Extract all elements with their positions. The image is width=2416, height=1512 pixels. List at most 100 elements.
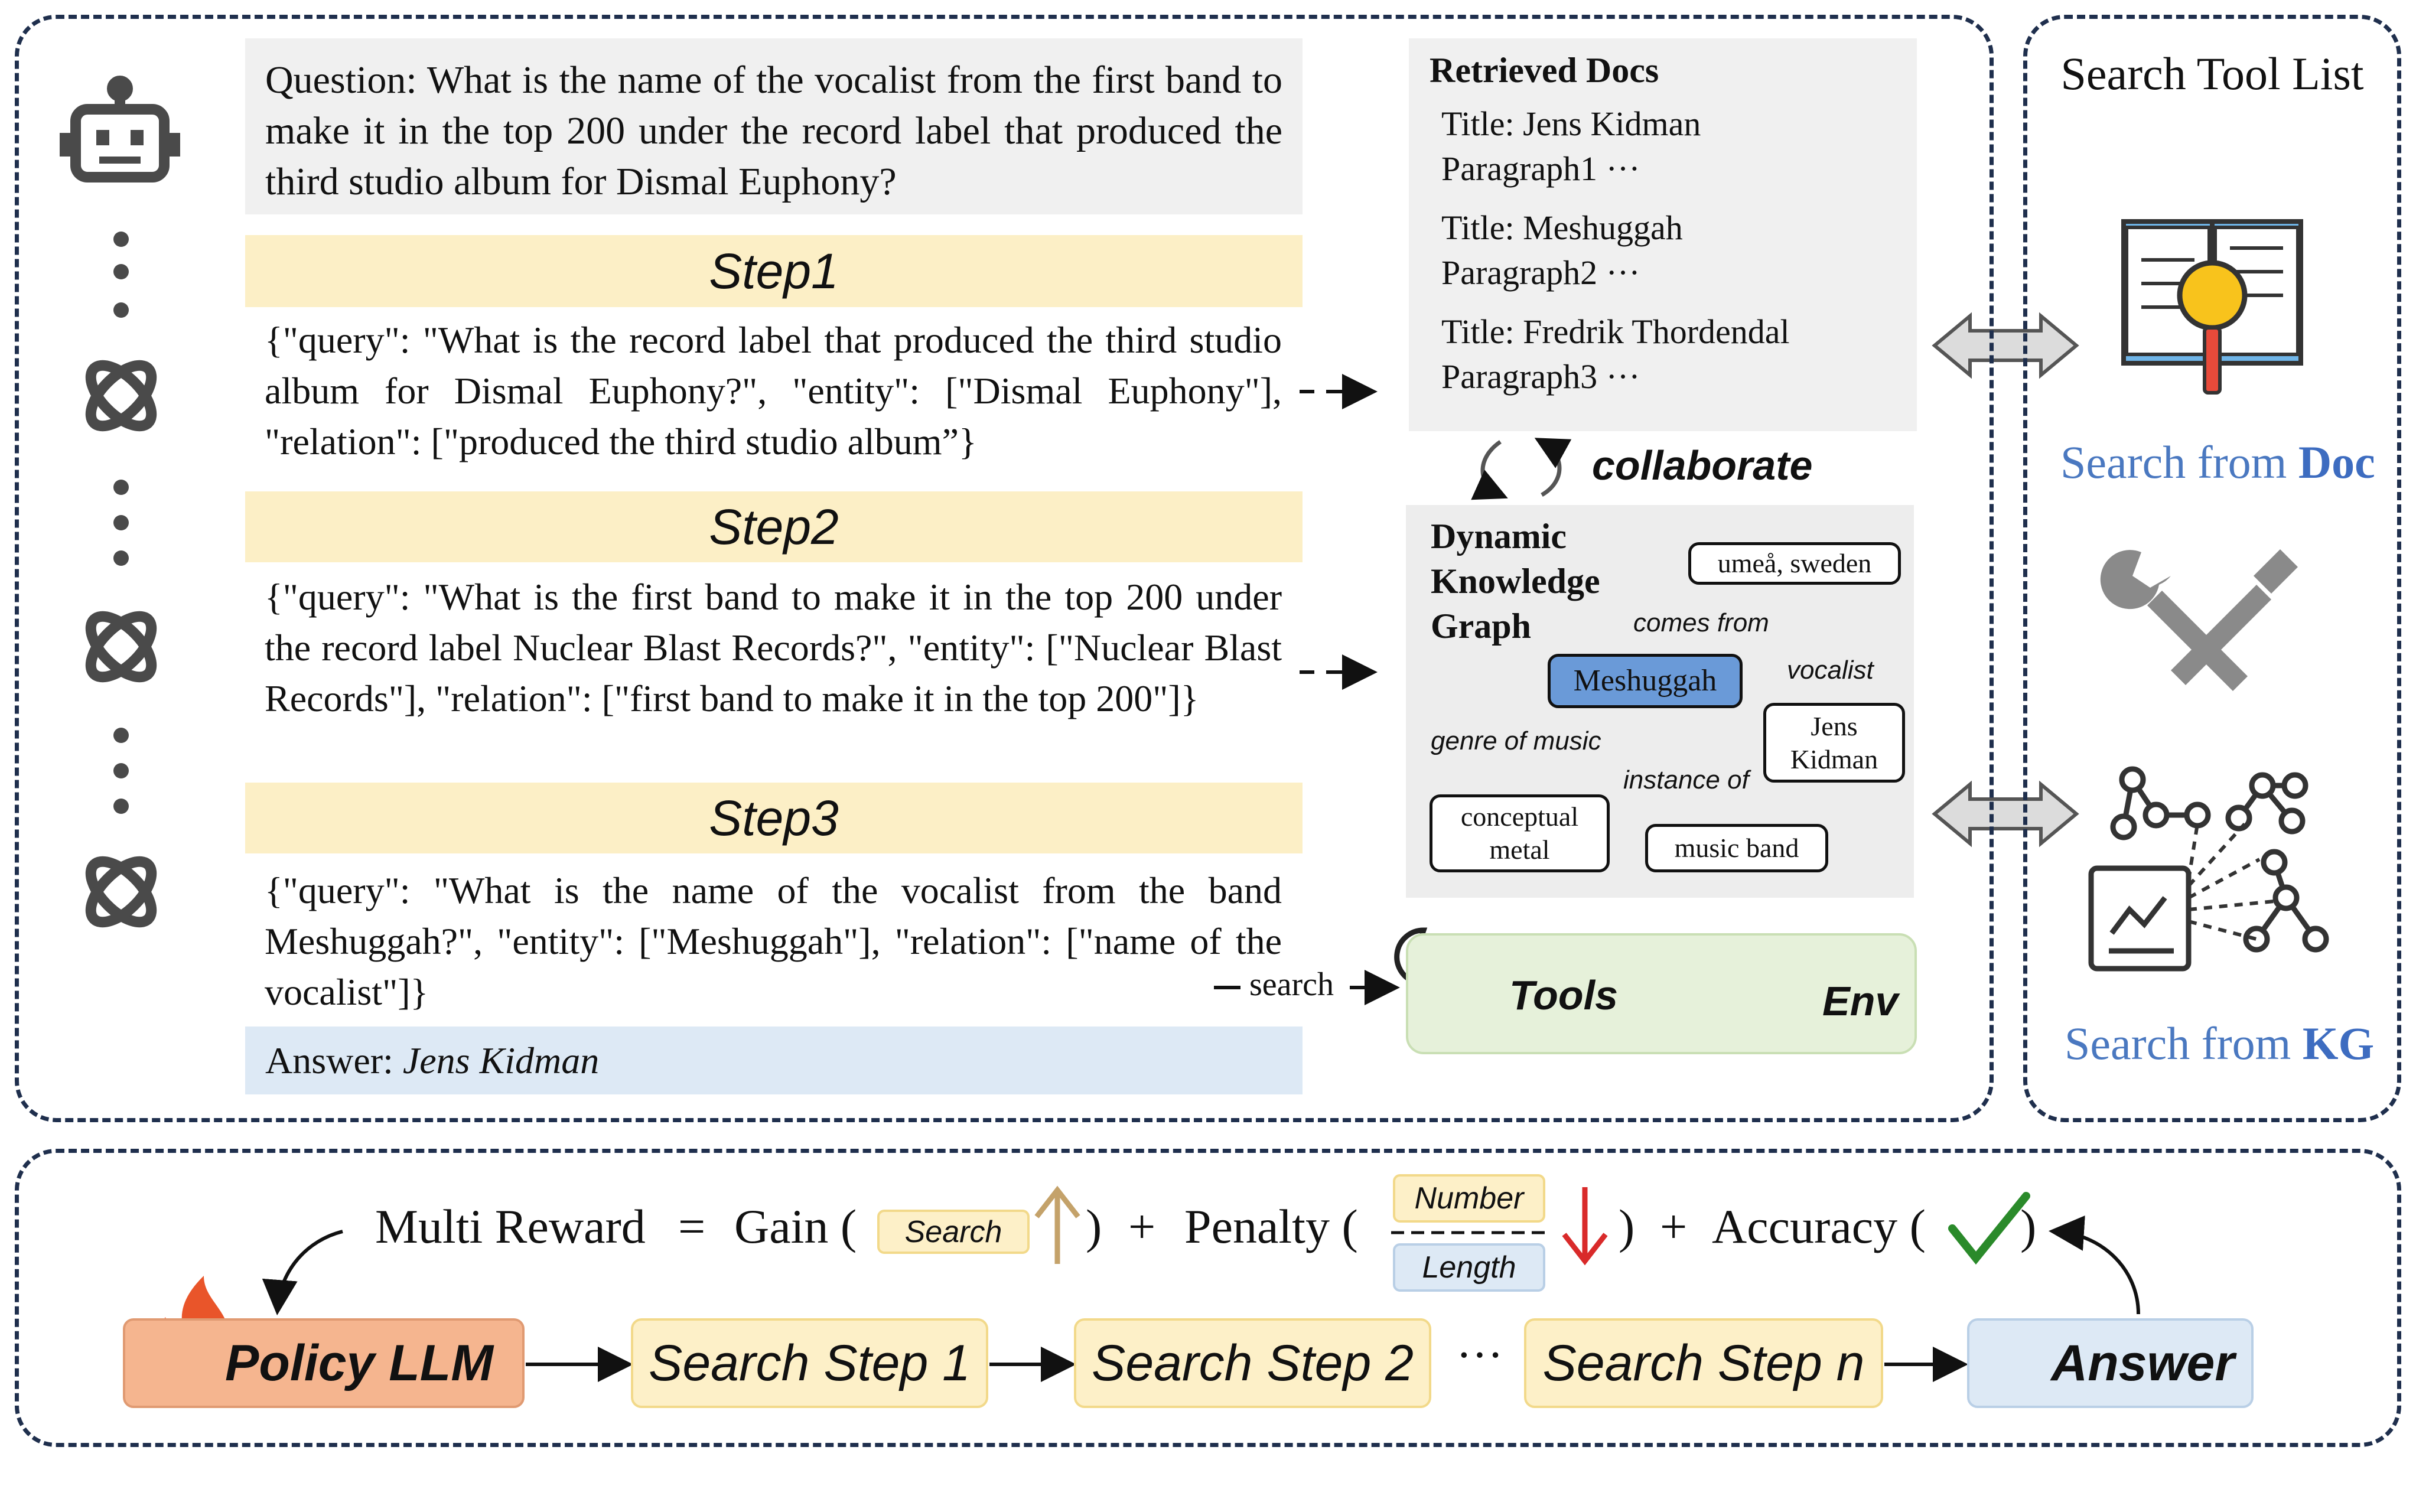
kg-node-band: music band [1645,824,1828,872]
reward-accuracy: Accuracy ( [1712,1200,1926,1253]
graph-dashed-links [2187,822,2281,941]
doc-item-1: Title: Jens Kidman Paragraph1 ··· [1430,102,1896,191]
answer-value: Jens Kidman [402,1039,600,1081]
main-frame [15,15,1994,1122]
search-kg-bold: KG [2302,1018,2375,1069]
book-magnifier-icon [2121,219,2303,395]
dots-icon-3 [113,728,129,814]
tools-env-panel [1406,933,1917,1054]
up-arrow-icon [1034,1185,1080,1264]
reward-close-3: ) [2020,1200,2037,1253]
doc-item-2: Title: Meshuggah Paragraph2 ··· [1430,206,1896,295]
check-icon [1948,1192,2030,1265]
search-doc-bold: Doc [2298,436,2375,488]
step2-label: Step2 [709,498,839,555]
kg-node-umea: umeå, sweden [1688,542,1901,585]
search-step-n-box[interactable]: Search Step n [1524,1318,1883,1408]
graph-network-icon [2088,766,2329,972]
reward-close-2: ) [1619,1200,1635,1253]
reward-lhs: Multi Reward [375,1200,646,1253]
reward-close-1: ) [1086,1200,1102,1253]
robot-icon [60,76,180,183]
step2-body: {"query": "What is the first band to mak… [265,572,1282,778]
step3-text: {"query": "What is the name of the vocal… [265,869,1282,1013]
step2-header: Step2 [245,491,1303,562]
search-kg-label[interactable]: Search from KG [2065,1017,2374,1070]
step3-header: Step3 [245,783,1303,853]
down-arrow-icon [1562,1187,1608,1266]
doc-item-3: Title: Fredrik Thordendal Paragraph3 ··· [1430,309,1896,399]
reward-eq: = [678,1200,706,1253]
tool-list-title: Search Tool List [2060,48,2364,99]
kg-title-line-2: Knowledge [1431,562,1600,601]
policy-llm-label: Policy LLM [225,1334,493,1392]
dots-icon-1 [113,232,129,318]
step1-header: Step1 [245,235,1303,307]
search-step-1-box[interactable]: Search Step 1 [631,1318,988,1408]
step1-body: {"query": "What is the record label that… [265,315,1282,471]
kg-title-line-3: Graph [1431,607,1532,646]
length-tag: Length [1393,1243,1545,1292]
tools-label: Tools [1509,972,1619,1018]
double-arrow-kg [1932,780,2079,848]
search-arrow-label: search [1249,966,1334,1003]
answer-prefix: Answer: [265,1039,403,1081]
question-box: Question: What is the name of the vocali… [245,38,1303,214]
doc-title-3: Title: Fredrik Thordendal [1441,312,1790,351]
step1-text: {"query": "What is the record label that… [265,319,1282,462]
number-tag: Number [1393,1174,1545,1223]
reward-penalty: Penalty ( [1184,1200,1358,1253]
answer-box: Answer: Jens Kidman [245,1027,1303,1094]
reward-gain: Gain ( [734,1200,857,1253]
wrench-screwdriver-icon [2100,549,2298,691]
collaborate-label: collaborate [1592,442,1813,488]
retrieved-docs-panel: Retrieved Docs Title: Jens Kidman Paragr… [1409,38,1917,431]
search-kg-prefix: Search from [2065,1018,2303,1069]
double-arrow-doc [1932,312,2079,379]
question-text: Question: What is the name of the vocali… [265,58,1282,203]
doc-title-2: Title: Meshuggah [1441,208,1683,247]
doc-para-3: Paragraph3 ··· [1441,357,1640,396]
step3-label: Step3 [709,790,839,846]
tool-list-frame [2023,15,2401,1122]
kg-node-metal: conceptual metal [1430,794,1610,872]
dots-icon-2 [113,480,129,566]
search-step-2-box[interactable]: Search Step 2 [1074,1318,1431,1408]
robot-face-icon [96,130,144,164]
pipeline-ellipsis: ··· [1456,1329,1503,1381]
search-step-1-label: Search Step 1 [648,1334,971,1392]
policy-llm-box[interactable]: Policy LLM [123,1318,525,1408]
doc-title-1: Title: Jens Kidman [1441,105,1701,143]
search-tag: Search [877,1210,1030,1254]
env-label: Env [1822,978,1899,1024]
collaborate-arrows [1471,438,1572,500]
kg-title-line-1: Dynamic [1431,517,1567,556]
search-step-2-label: Search Step 2 [1091,1334,1414,1392]
reward-frame [15,1149,2401,1447]
step3-body: {"query": "What is the name of the vocal… [265,865,1282,1022]
retrieved-docs-title: Retrieved Docs [1430,51,1659,90]
atom-icon-2 [85,611,157,683]
reward-plus-1: + [1128,1200,1156,1253]
kg-rel-instance: instance of [1623,765,1749,794]
kg-rel-comes-from: comes from [1633,608,1769,637]
kg-node-jens: Jens Kidman [1763,703,1905,783]
search-doc-label[interactable]: Search from Doc [2060,436,2375,489]
doc-para-1: Paragraph1 ··· [1441,149,1640,188]
search-doc-prefix: Search from [2060,436,2298,488]
step2-text: {"query": "What is the first band to mak… [265,576,1282,719]
atom-icon-3 [85,856,157,928]
answer-output-label: Answer [2051,1334,2235,1392]
kg-rel-genre: genre of music [1431,726,1601,755]
step1-label: Step1 [709,243,839,299]
answer-output-box[interactable]: Answer [1967,1318,2254,1408]
step-arrows [1214,374,1400,1005]
atom-icon-1 [85,360,157,432]
doc-para-2: Paragraph2 ··· [1441,253,1640,292]
kg-node-meshuggah: Meshuggah [1548,654,1743,708]
search-step-n-label: Search Step n [1542,1334,1865,1392]
pipeline-arrows [262,1216,2140,1382]
kg-title: Dynamic Knowledge Graph [1431,514,1600,649]
reward-plus-2: + [1660,1200,1688,1253]
